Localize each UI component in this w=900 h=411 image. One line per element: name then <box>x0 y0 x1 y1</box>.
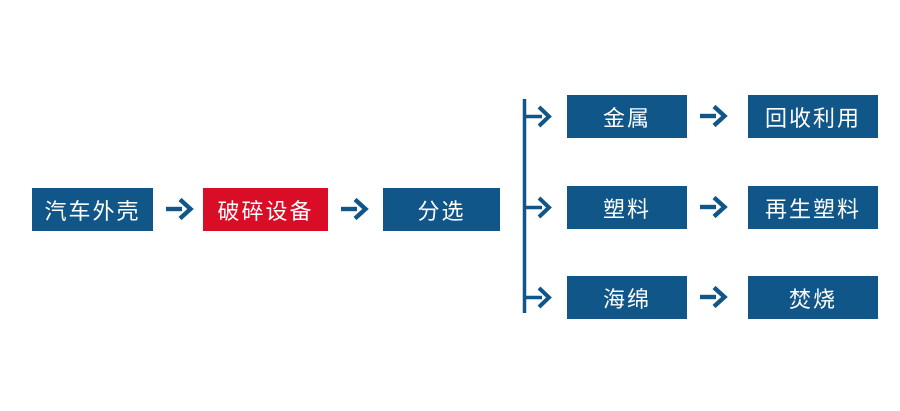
arrow-right-icon <box>700 104 728 128</box>
branch-node-plastic: 塑料 <box>567 186 687 229</box>
outcome-node-recycled-plastic: 再生塑料 <box>748 186 878 229</box>
arrow-right-icon <box>341 197 369 221</box>
flow-node-car-shell: 汽车外壳 <box>32 188 153 231</box>
arrow-right-icon <box>700 285 728 309</box>
arrow-right-icon <box>700 195 728 219</box>
branch-node-sponge: 海绵 <box>567 276 687 319</box>
flow-node-crushing-equipment: 破碎设备 <box>203 188 328 231</box>
outcome-node-incineration: 焚烧 <box>748 276 878 319</box>
outcome-node-recycling: 回收利用 <box>748 95 878 138</box>
branch-connector-line <box>522 99 552 313</box>
branch-node-metal: 金属 <box>567 95 687 138</box>
flow-node-sorting: 分选 <box>383 188 500 231</box>
arrow-right-icon <box>166 197 194 221</box>
